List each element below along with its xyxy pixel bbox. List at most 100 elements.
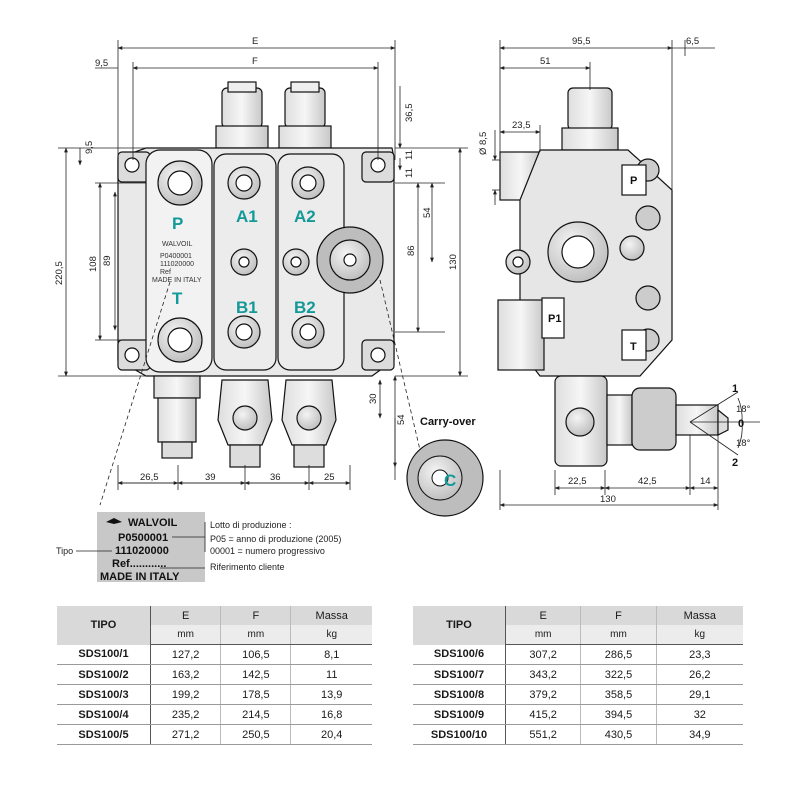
table-header-tipo: TIPO	[413, 606, 506, 645]
svg-text:14: 14	[700, 476, 711, 487]
svg-text:P05 = anno di produzione (2005: P05 = anno di produzione (2005)	[210, 534, 341, 544]
svg-text:F: F	[252, 56, 258, 67]
svg-text:T: T	[630, 341, 637, 353]
cell-e: 127,2	[150, 644, 222, 665]
svg-text:108: 108	[88, 256, 99, 272]
svg-text:P1: P1	[548, 313, 561, 325]
svg-text:18°: 18°	[736, 404, 751, 415]
table-header-f: F	[580, 606, 657, 625]
svg-text:Ref............: Ref............	[112, 558, 166, 570]
cell-f: 142,5	[220, 664, 292, 685]
table-header-massa: Massa	[656, 606, 743, 625]
valve-nameplate: WALVOIL P0400001 111020000 Ref MADE IN I…	[152, 241, 202, 284]
side-port-labels: P P1 T	[548, 175, 637, 353]
svg-text:1: 1	[732, 383, 738, 395]
cell-tipo: SDS100/2	[57, 664, 151, 685]
svg-text:Ref: Ref	[160, 269, 171, 276]
cell-tipo: SDS100/1	[57, 644, 151, 665]
svg-text:39: 39	[205, 472, 216, 483]
svg-text:30: 30	[368, 393, 379, 404]
svg-text:Carry-over: Carry-over	[420, 416, 476, 428]
port-labels: P A1 A2 T B1 B2	[172, 207, 316, 317]
table-header-e: E	[505, 606, 582, 625]
svg-text:Lotto di produzione :: Lotto di produzione :	[210, 520, 292, 530]
svg-text:MADE IN ITALY: MADE IN ITALY	[100, 571, 180, 583]
svg-text:25: 25	[324, 472, 335, 483]
handle-b	[284, 87, 326, 129]
carry-over-detail: Carry-over C	[379, 279, 484, 517]
front-dimensions	[58, 40, 468, 506]
svg-text:36: 36	[270, 472, 281, 483]
svg-text:11: 11	[404, 150, 415, 160]
cell-massa: 32	[656, 704, 743, 725]
side-dimensions	[492, 40, 760, 510]
svg-text:130: 130	[600, 494, 616, 505]
cell-f: 394,5	[580, 704, 657, 725]
svg-text:C: C	[444, 471, 456, 490]
svg-text:P0500001: P0500001	[118, 532, 168, 544]
cell-e: 199,2	[150, 684, 222, 705]
svg-text:9,5: 9,5	[95, 58, 108, 69]
cell-e: 415,2	[505, 704, 582, 725]
svg-text:P: P	[630, 175, 637, 187]
svg-text:26,5: 26,5	[140, 472, 159, 483]
cell-e: 163,2	[150, 664, 222, 685]
cell-e: 379,2	[505, 684, 582, 705]
cell-tipo: SDS100/4	[57, 704, 151, 725]
cell-tipo: SDS100/10	[413, 724, 506, 745]
svg-text:P0400001: P0400001	[160, 253, 192, 260]
svg-text:86: 86	[406, 245, 417, 256]
unit-f: mm	[220, 625, 292, 645]
cell-tipo: SDS100/6	[413, 644, 506, 665]
cell-massa: 13,9	[290, 684, 372, 705]
svg-text:18°: 18°	[736, 438, 751, 449]
cell-e: 343,2	[505, 664, 582, 685]
cell-f: 430,5	[580, 724, 657, 745]
cell-massa: 23,3	[656, 644, 743, 665]
svg-text:Tipo: Tipo	[56, 546, 73, 556]
svg-text:P: P	[172, 214, 183, 233]
svg-text:111020000: 111020000	[115, 545, 169, 557]
svg-text:23,5: 23,5	[512, 120, 531, 131]
svg-text:130: 130	[448, 254, 459, 270]
cell-massa: 16,8	[290, 704, 372, 725]
unit-massa: kg	[656, 625, 743, 645]
unit-massa: kg	[290, 625, 372, 645]
cell-tipo: SDS100/8	[413, 684, 506, 705]
svg-text:54: 54	[396, 414, 407, 425]
cell-e: 551,2	[505, 724, 582, 745]
svg-text:54: 54	[422, 207, 433, 218]
front-dimension-labels: E F 9,5 9,5 36,5 11 11 54 86 130 220,5 1…	[54, 36, 459, 483]
cell-massa: 8,1	[290, 644, 372, 665]
handle-a	[221, 87, 263, 129]
svg-text:WALVOIL: WALVOIL	[128, 517, 178, 529]
svg-text:220,5: 220,5	[54, 261, 65, 285]
cell-f: 322,5	[580, 664, 657, 685]
cell-massa: 34,9	[656, 724, 743, 745]
cell-f: 214,5	[220, 704, 292, 725]
cell-massa: 20,4	[290, 724, 372, 745]
svg-text:00001 = numero progressivo: 00001 = numero progressivo	[210, 546, 325, 556]
cell-massa: 26,2	[656, 664, 743, 685]
svg-text:89: 89	[102, 255, 113, 266]
table-header-e: E	[150, 606, 222, 625]
svg-text:A2: A2	[294, 207, 316, 226]
svg-text:36,5: 36,5	[404, 104, 415, 123]
svg-text:2: 2	[732, 457, 738, 469]
side-view	[497, 87, 729, 467]
front-view	[117, 81, 395, 468]
svg-text:11: 11	[404, 168, 415, 178]
identification-plate: WALVOIL P0500001 111020000 Ref..........…	[56, 512, 341, 583]
